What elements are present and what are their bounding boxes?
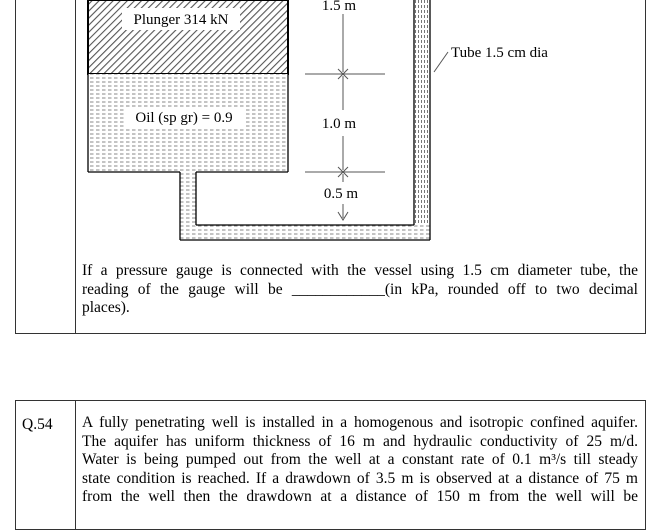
oil-outlet-neck (180, 172, 196, 226)
q54-line-2: The aquifer has uniform thickness of 16 … (82, 432, 638, 450)
q54-question-text: A fully penetrating well is installed in… (82, 414, 638, 507)
tube-label: Tube 1.5 cm dia (451, 45, 548, 61)
q54-line-5: from the well then the drawdown at a dis… (82, 488, 638, 505)
dimension-lines (305, 14, 449, 221)
oil-label-box (124, 107, 244, 127)
plunger-vessel-diagram: Plunger 314 kN Oil (sp gr) = 0.9 1.5 m 1… (87, 0, 548, 241)
q53-line-3: places). (82, 299, 130, 316)
plunger-label-box (122, 8, 240, 30)
q54-number: Q.54 (22, 416, 53, 433)
tube-horizontal (180, 225, 430, 240)
q53-line-2: reading of the gauge will be ___________… (82, 280, 638, 298)
dim-mid-label: 1.0 m (322, 116, 357, 132)
q53-line-1: If a pressure gauge is connected with th… (82, 262, 638, 279)
q54-line-1: A fully penetrating well is installed in… (82, 414, 638, 431)
plunger-label: Plunger 314 kN (134, 12, 229, 28)
vessel-outline (87, 0, 431, 241)
q54-line-4: state condition is reached. If a drawdow… (82, 469, 638, 487)
oil-label: Oil (sp gr) = 0.9 (135, 110, 232, 126)
q53-content-cell (75, 0, 646, 334)
dim-top-label: 1.5 m (322, 0, 357, 14)
q53-question-text: If a pressure gauge is connected with th… (82, 262, 638, 318)
tube-vertical (414, 0, 430, 240)
q54-line-3: Water is being pumped out from the well … (82, 451, 638, 468)
dim-bot-label: 0.5 m (324, 186, 359, 202)
